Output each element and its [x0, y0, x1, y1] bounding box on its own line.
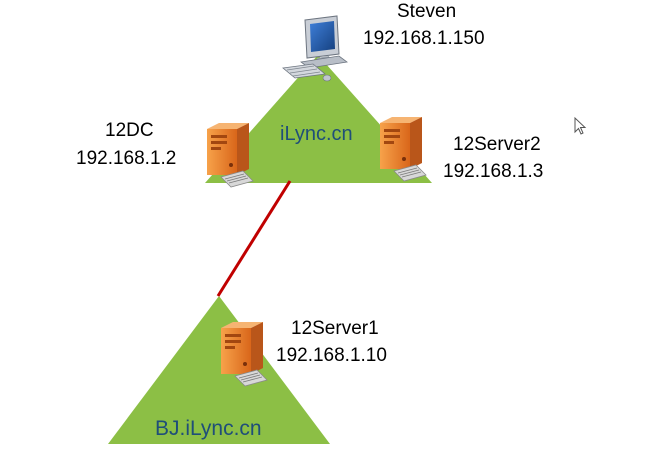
domain-bottom-label: BJ.iLync.cn: [155, 417, 262, 440]
node-server1-name: 12Server1: [291, 318, 379, 339]
node-dc-ip: 192.168.1.2: [76, 148, 177, 169]
domain-top-label: iLync.cn: [280, 123, 353, 145]
domain-trust-link: [216, 180, 292, 297]
computer-icon: [282, 15, 348, 82]
node-steven-name: Steven: [397, 1, 457, 22]
mouse-cursor-icon: [574, 116, 587, 135]
node-dc-name: 12DC: [105, 120, 154, 141]
node-server2-ip: 192.168.1.3: [443, 161, 544, 182]
node-steven-ip: 192.168.1.150: [363, 28, 485, 49]
domain-bj-ilync-area: [108, 296, 330, 444]
node-server1-ip: 192.168.1.10: [276, 345, 387, 366]
node-server2-name: 12Server2: [453, 134, 541, 155]
domain-ilync-area: [205, 55, 432, 183]
